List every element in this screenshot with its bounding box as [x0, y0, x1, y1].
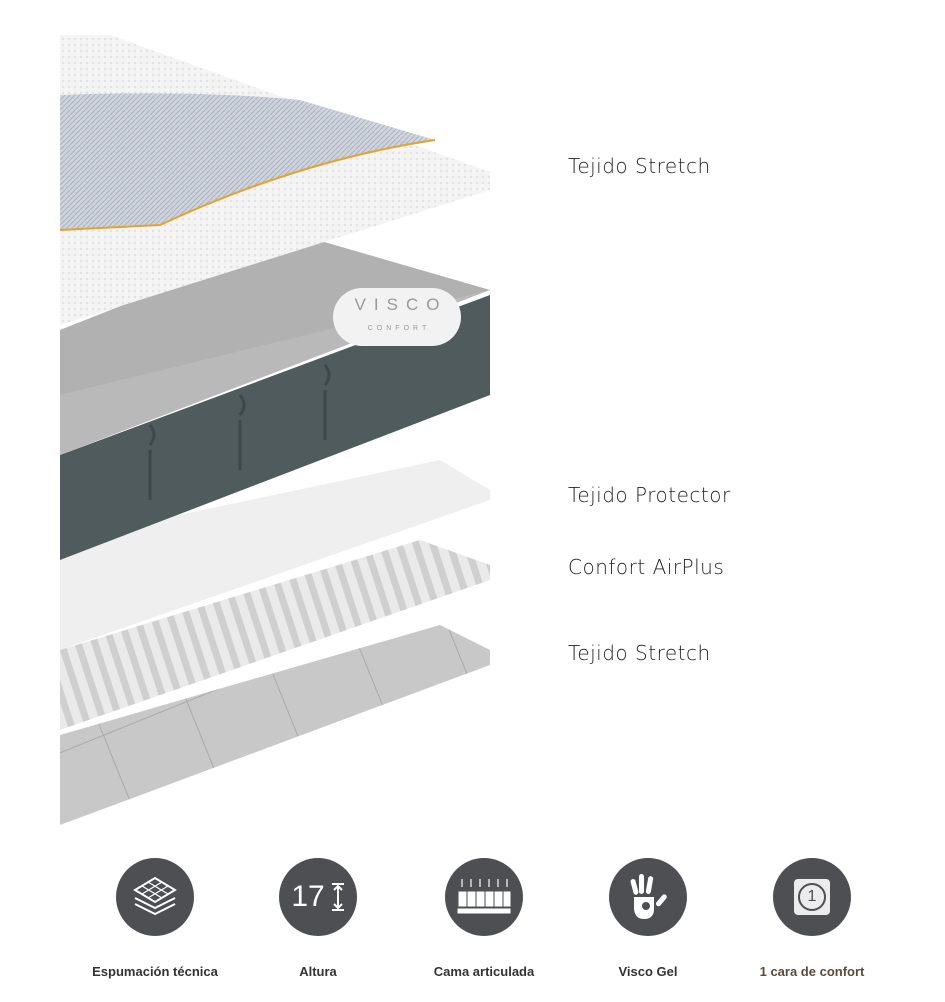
one-side-icon: 1 [773, 858, 851, 936]
feature-visco-gel: Visco Gel [573, 858, 723, 979]
mattress-layers-illustration [59, 35, 490, 825]
confort-airplus-layer [60, 540, 490, 730]
layer-label-top-stretch: Tejido Stretch [568, 154, 711, 178]
feature-label: Visco Gel [618, 964, 678, 979]
feature-label: Altura [299, 964, 337, 979]
layer-label-bottom-stretch: Tejido Stretch [568, 641, 711, 665]
height-value: 17 [291, 880, 325, 913]
layers-icon [116, 858, 194, 936]
visco-confort-logo: VISCO CONFORT [333, 288, 461, 346]
one-side-value: 1 [798, 883, 826, 911]
layer-label-protector: Tejido Protector [568, 483, 731, 507]
hand-print-icon [609, 858, 687, 936]
feature-label: Cama articulada [433, 964, 535, 979]
layer-label-airplus: Confort AirPlus [568, 555, 725, 579]
foam-core-side [60, 295, 490, 560]
logo-title: VISCO [354, 295, 448, 314]
logo-subtitle: CONFORT [367, 325, 431, 332]
bottom-stretch-layer [60, 625, 490, 825]
height-icon: 17 [279, 858, 357, 936]
feature-una-cara: 1 1 cara de confort [737, 858, 887, 979]
feature-altura: 17 Altura [243, 858, 393, 979]
feature-label: 1 cara de confort [759, 964, 865, 979]
feature-espumacion: Espumación técnica [80, 858, 230, 979]
protector-layer [60, 460, 490, 650]
feature-cama-articulada: Cama articulada [409, 858, 559, 979]
articulated-bed-icon [445, 858, 523, 936]
feature-label: Espumación técnica [92, 964, 218, 979]
